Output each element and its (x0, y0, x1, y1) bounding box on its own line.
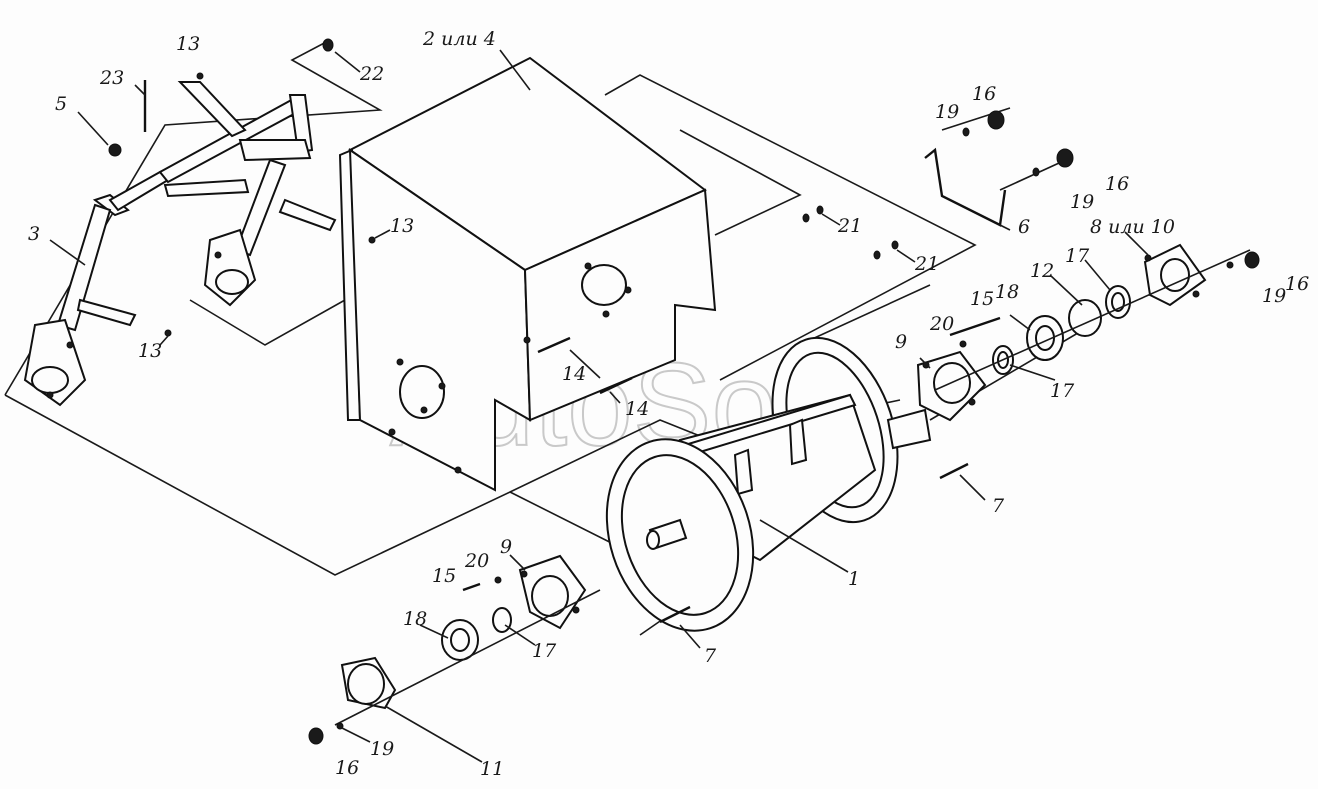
label-9-left: 9 (500, 536, 512, 558)
label-13-frame: 13 (138, 340, 162, 362)
drum-part-1 (605, 336, 932, 632)
label-17-upper: 17 (1065, 245, 1090, 267)
handle-part-6 (924, 107, 1260, 269)
label-16-right: 16 (1105, 173, 1129, 195)
label-23: 23 (99, 67, 124, 89)
label-14-upper: 14 (562, 363, 586, 385)
label-7-right: 7 (992, 495, 1005, 517)
label-13-top: 13 (176, 33, 200, 55)
label-21-upper: 21 (837, 215, 862, 237)
label-16-top: 16 (972, 83, 996, 105)
leader-lines (49, 49, 1149, 763)
label-14-lower: 14 (625, 398, 649, 420)
label-19-top: 19 (935, 101, 959, 123)
label-6: 6 (1018, 216, 1030, 238)
label-3: 3 (28, 223, 40, 245)
label-19-far: 19 (1262, 285, 1286, 307)
left-shaft-components (308, 554, 601, 745)
label-9-right: 9 (895, 331, 907, 353)
right-shaft-components (916, 243, 1251, 480)
label-7-left: 7 (704, 645, 717, 667)
label-8-or-10: 8 или 10 (1090, 216, 1175, 238)
label-16-left: 16 (335, 757, 359, 779)
label-21-lower: 21 (914, 253, 939, 275)
label-16-far: 16 (1285, 273, 1309, 295)
label-5: 5 (55, 93, 67, 115)
label-18-left: 18 (403, 608, 427, 630)
label-15-right: 15 (970, 288, 994, 310)
label-19-right: 19 (1070, 191, 1094, 213)
fasteners (108, 38, 899, 624)
label-18-right: 18 (995, 281, 1019, 303)
label-17-left: 17 (532, 640, 557, 662)
label-20-left: 20 (464, 550, 489, 572)
label-12: 12 (1030, 260, 1054, 282)
label-22: 22 (359, 63, 384, 85)
frame-part-3 (23, 81, 337, 407)
label-17-right: 17 (1050, 380, 1075, 402)
label-19-left: 19 (370, 738, 394, 760)
label-11: 11 (480, 758, 504, 780)
callout-labels: 2 или 4 13 23 5 3 13 13 22 21 21 19 16 1… (28, 28, 1309, 780)
housing-box-part-2-or-4 (338, 56, 717, 492)
label-15-left: 15 (432, 565, 456, 587)
label-1: 1 (848, 568, 860, 590)
label-13-box: 13 (390, 215, 414, 237)
label-2-or-4: 2 или 4 (422, 28, 496, 50)
label-20-right: 20 (929, 313, 954, 335)
